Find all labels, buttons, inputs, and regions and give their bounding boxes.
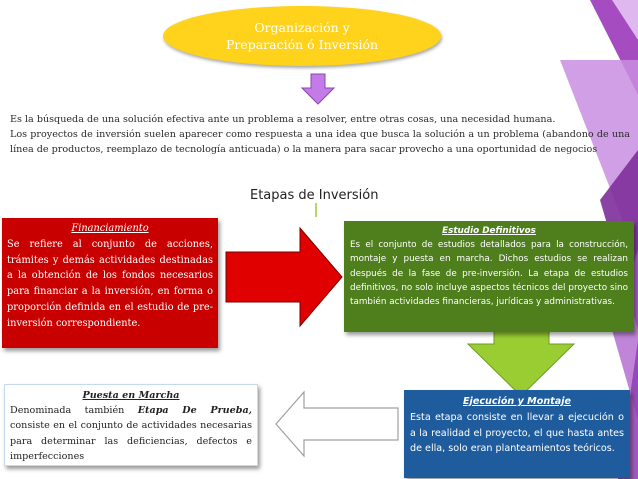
estudio-box: Estudio Definitivos Es el conjunto de es… xyxy=(344,221,634,332)
financiamiento-box: Financiamiento Se refiere al conjunto de… xyxy=(2,218,218,348)
intro-paragraph-1: Es la búsqueda de una solución efectiva … xyxy=(10,114,556,125)
intro-text: Es la búsqueda de una solución efectiva … xyxy=(10,112,630,158)
financiamiento-body: Se refiere al conjunto de acciones, trám… xyxy=(7,238,213,329)
title-oval: Organización y Preparación ó Inversión xyxy=(163,6,441,66)
puesta-box: Puesta en Marcha Denominada también Etap… xyxy=(4,384,258,466)
ejecucion-body: Esta etapa consiste en llevar a ejecució… xyxy=(410,411,624,455)
financiamiento-title: Financiamiento xyxy=(71,223,149,234)
puesta-title: Puesta en Marcha xyxy=(82,390,180,401)
intro-paragraph-2: Los proyectos de inversión suelen aparec… xyxy=(10,129,630,156)
title-oval-line2: Preparación ó Inversión xyxy=(225,37,379,52)
arrow-left-outline xyxy=(275,390,399,458)
estudio-title: Estudio Definitivos xyxy=(442,226,536,236)
stages-title: Etapas de Inversión xyxy=(250,188,379,203)
puesta-body-rest: consiste en el conjunto de actividades n… xyxy=(10,420,252,462)
decor-triangle-6 xyxy=(612,0,638,40)
arrow-right-red xyxy=(225,226,343,328)
title-oval-line1: Organización y xyxy=(254,20,350,35)
puesta-body-emphasis: Etapa De Prueba, xyxy=(137,405,252,417)
estudio-body: Es el conjunto de estudios detallados pa… xyxy=(350,240,628,308)
puesta-body-lead: Denominada también xyxy=(10,405,138,417)
arrow-down-purple xyxy=(300,73,336,105)
arrow-down-green xyxy=(466,329,576,397)
ejecucion-title: Ejecución y Montaje xyxy=(462,396,572,407)
puesta-body: Denominada también Etapa De Prueba, cons… xyxy=(10,403,252,464)
ejecucion-box: Ejecución y Montaje Esta etapa consiste … xyxy=(404,390,630,478)
